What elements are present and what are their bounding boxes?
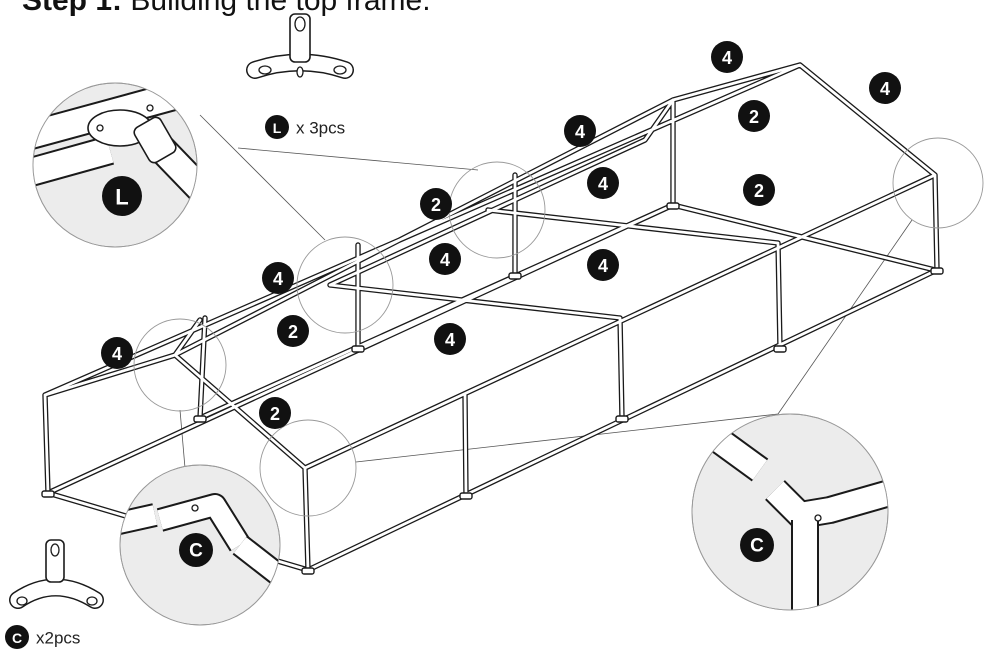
pipe-badge-circle: [711, 41, 743, 73]
pipe-badge-circle: [434, 323, 466, 355]
pipe-length-label: 4: [598, 174, 608, 194]
pipe-length-label: 2: [270, 404, 280, 424]
pipe-badge-circle: [101, 337, 133, 369]
pipe-length-label: 4: [273, 269, 283, 289]
pipe-badge-circle: [587, 167, 619, 199]
pipe-badge-circle: [587, 249, 619, 281]
connector-c-icon: [9, 539, 104, 609]
magnifier-rings: [133, 137, 984, 517]
detail-label-l: L: [115, 185, 128, 210]
pipe-badge-circle: [429, 243, 461, 275]
pipe-length-label: 4: [445, 330, 455, 350]
pipe-badge-circle: [564, 115, 596, 147]
part-l-quantity: x 3pcs: [296, 119, 345, 138]
pipe-length-label: 4: [722, 48, 732, 68]
part-c-quantity: x2pcs: [36, 629, 80, 648]
part-c-letter: C: [12, 630, 22, 646]
part-c-legend: C x2pcs: [5, 539, 104, 649]
pipe-length-label: 2: [288, 322, 298, 342]
detail-label-c-right: C: [750, 536, 764, 557]
detail-zoom-c-left: C: [119, 464, 281, 626]
pipe-badge-circle: [743, 174, 775, 206]
pipe-length-badges: 4 4 2 4 2 4 2 4 4 2 4 4 2 4: [101, 41, 901, 429]
frame-feet: [41, 202, 944, 575]
pipe-length-label: 2: [431, 195, 441, 215]
callout-lines: [179, 114, 913, 469]
part-l-letter: L: [273, 120, 282, 136]
pipe-badge-circle: [277, 315, 309, 347]
frame: [42, 62, 940, 573]
pipe-length-label: 4: [112, 344, 122, 364]
step-title: Building the top frame.: [130, 0, 431, 17]
pipe-badge-circle: [738, 100, 770, 132]
connector-l-icon: [246, 13, 354, 79]
pipe-length-label: 4: [880, 79, 890, 99]
pipe-length-label: 4: [575, 122, 585, 142]
pipe-badge-circle: [259, 397, 291, 429]
pipe-badge-circle: [420, 188, 452, 220]
detail-zoom-c-right: C: [691, 413, 889, 611]
pipe-length-label: 2: [749, 107, 759, 127]
pipe-badge-circle: [262, 262, 294, 294]
pipe-length-label: 4: [440, 250, 450, 270]
detail-label-c-left: C: [189, 541, 203, 562]
detail-zoom-l: L: [32, 82, 198, 248]
pipe-length-label: 2: [754, 181, 764, 201]
part-l-legend: L x 3pcs: [246, 13, 354, 139]
page-title: Step 1: Building the top frame.: [22, 0, 431, 18]
pipe-badge-circle: [869, 72, 901, 104]
pipe-length-label: 4: [598, 256, 608, 276]
step-number: Step 1:: [22, 0, 123, 17]
